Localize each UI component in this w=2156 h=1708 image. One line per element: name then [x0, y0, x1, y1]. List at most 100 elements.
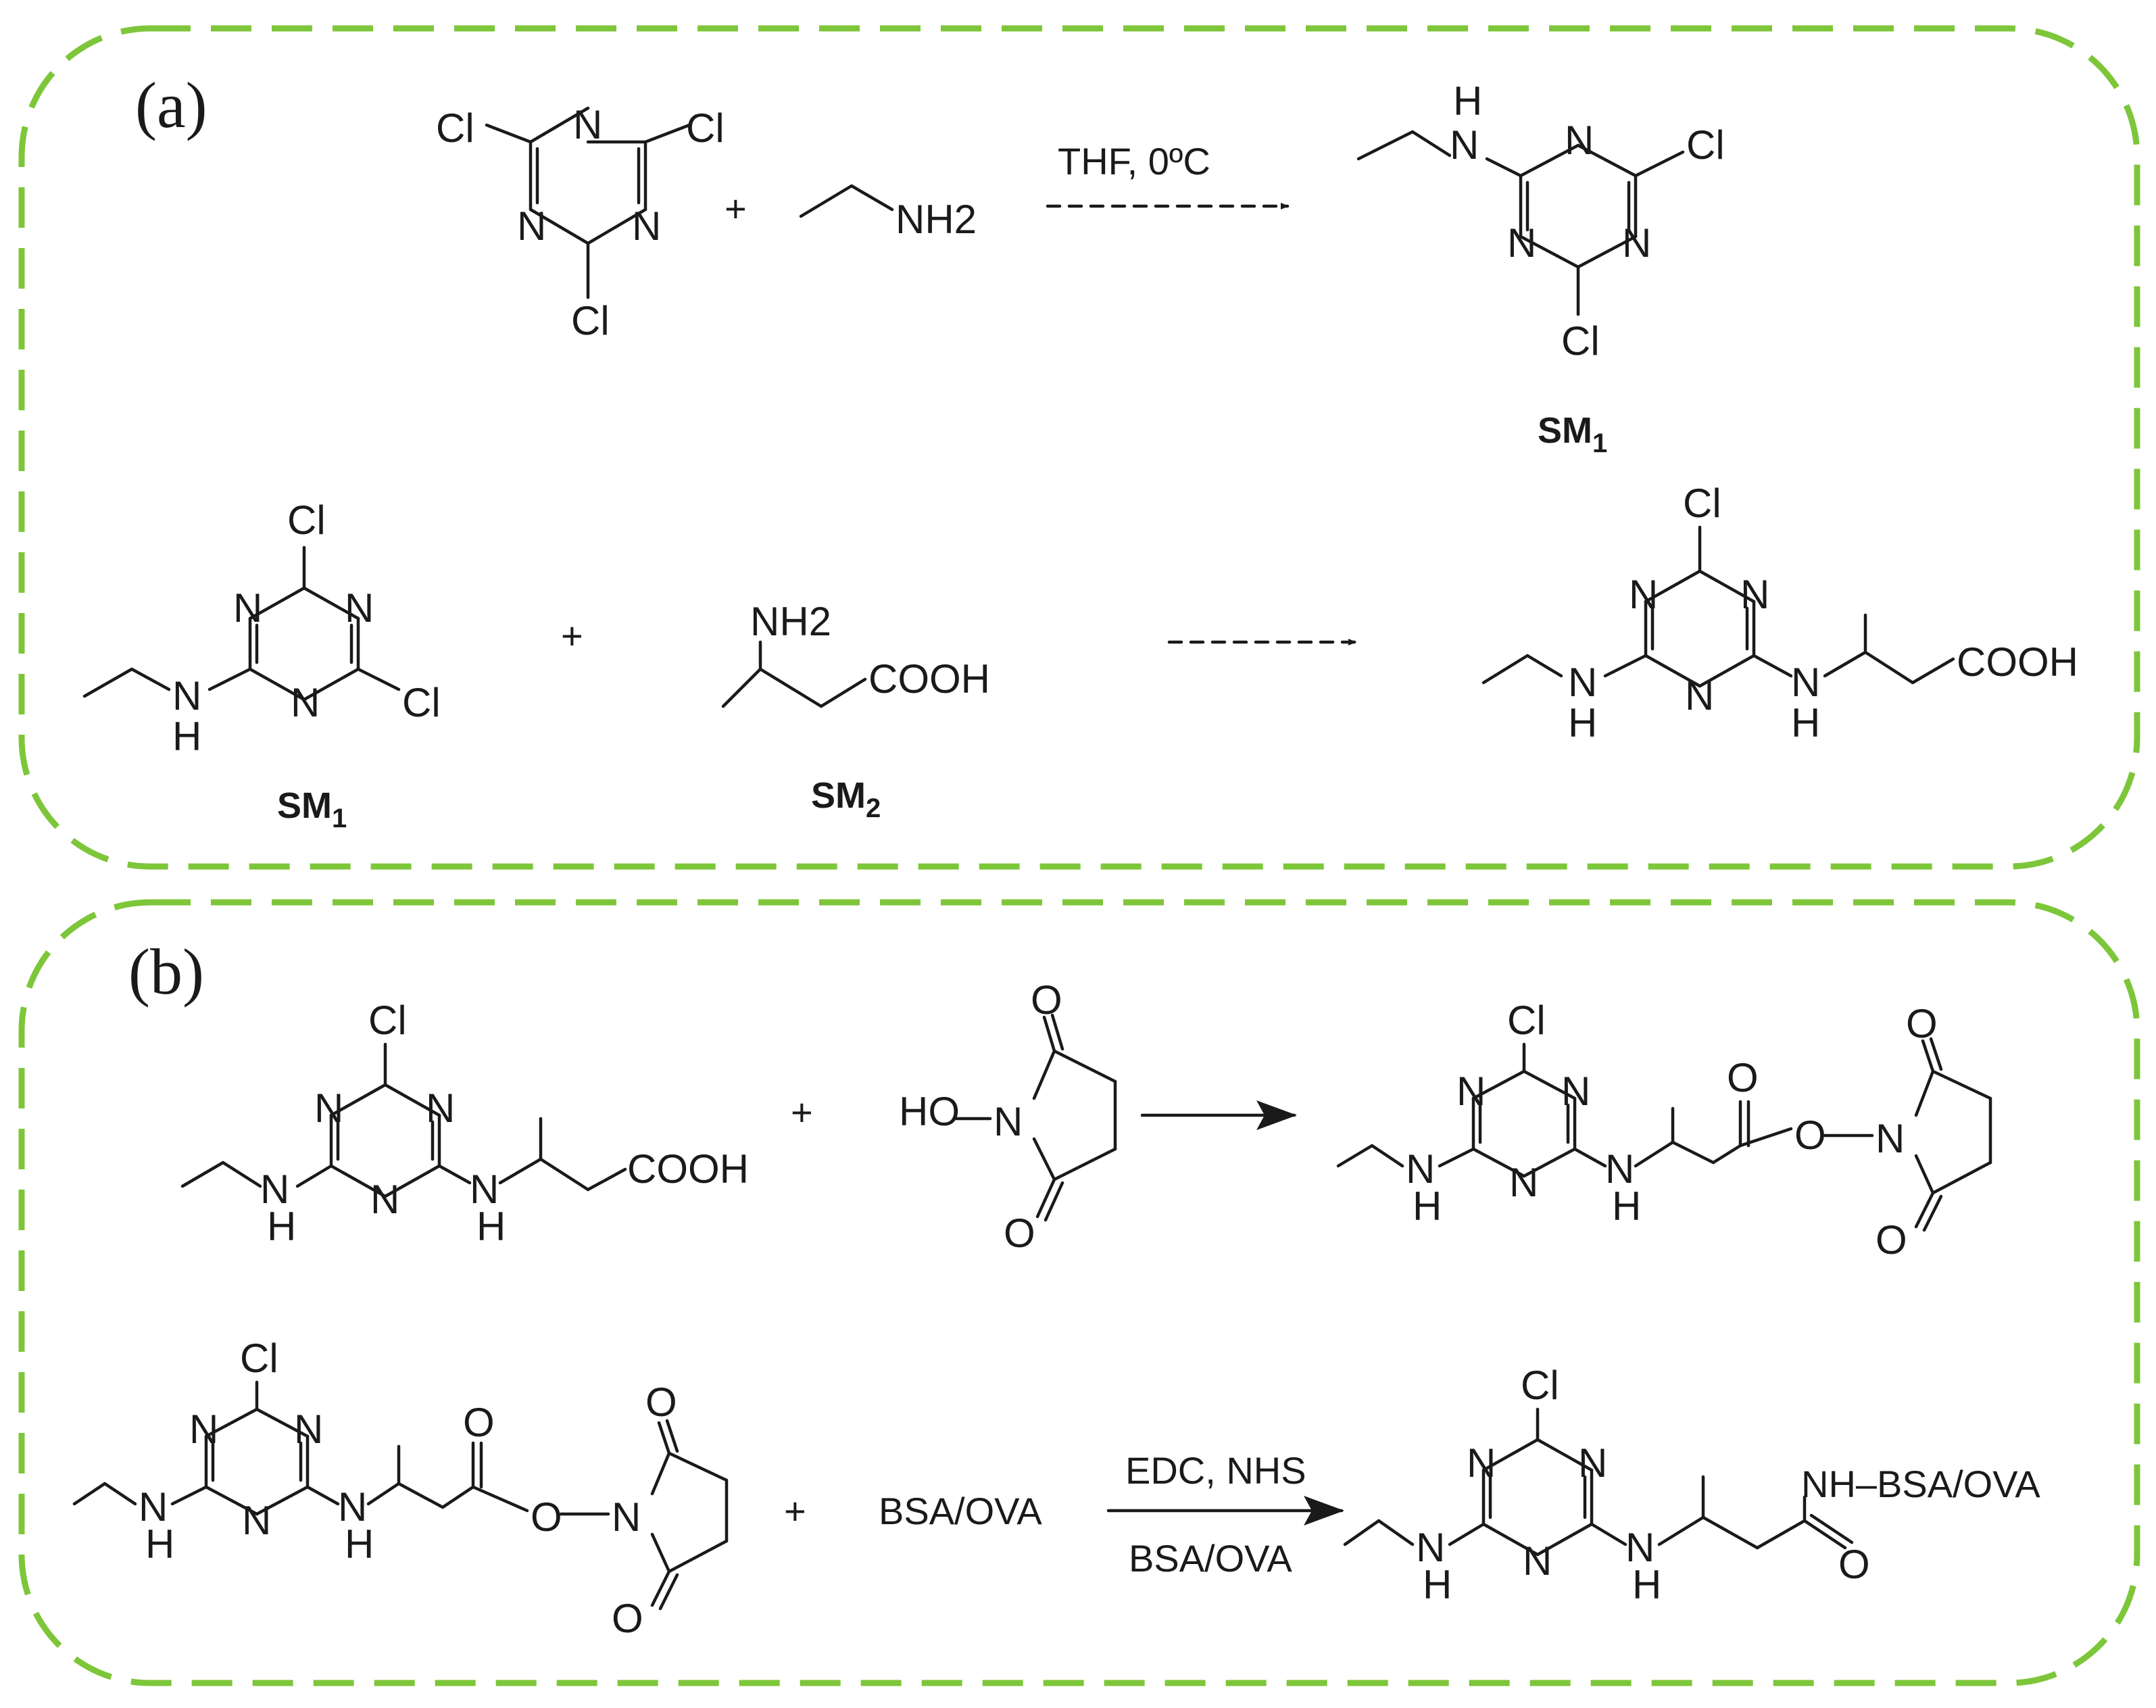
svg-text:N: N — [1568, 660, 1597, 705]
svg-text:H: H — [267, 1204, 296, 1249]
svg-text:N: N — [517, 203, 546, 249]
svg-text:N: N — [338, 1484, 367, 1530]
svg-text:COOH: COOH — [1957, 639, 2078, 685]
svg-text:Cl: Cl — [436, 105, 474, 151]
svg-text:N: N — [260, 1167, 289, 1212]
svg-text:O: O — [612, 1596, 643, 1641]
svg-text:N: N — [1625, 1525, 1655, 1570]
svg-text:N: N — [345, 585, 374, 631]
svg-text:N: N — [1578, 1440, 1607, 1486]
active-ester-product-b1-structure: Cl N N N N H N H O O N O O — [1336, 998, 1992, 1263]
svg-text:N: N — [1605, 1146, 1634, 1192]
svg-text:N: N — [1450, 122, 1479, 168]
svg-text:H: H — [345, 1521, 374, 1567]
svg-text:N: N — [1740, 572, 1769, 617]
panel-a-frame — [18, 25, 2140, 870]
svg-text:N: N — [470, 1167, 499, 1212]
svg-text:COOH: COOH — [627, 1146, 749, 1192]
svg-text:N: N — [1565, 118, 1594, 163]
svg-text:Cl: Cl — [1686, 122, 1725, 168]
svg-text:N: N — [632, 203, 661, 249]
panel-b-frame — [18, 899, 2140, 1686]
svg-text:H: H — [145, 1521, 174, 1567]
svg-text:H: H — [1632, 1562, 1661, 1607]
svg-text:H: H — [172, 714, 201, 759]
svg-text:O: O — [1876, 1217, 1907, 1263]
svg-text:H: H — [1612, 1184, 1641, 1229]
plus-b1: + — [791, 1091, 813, 1133]
svg-text:N: N — [1416, 1525, 1445, 1570]
sm1-label-a1: SM1 — [1538, 410, 1607, 458]
svg-text:O: O — [1906, 1001, 1938, 1046]
svg-text:N: N — [1685, 673, 1714, 718]
svg-text:N: N — [994, 1099, 1023, 1144]
svg-text:N: N — [294, 1407, 323, 1452]
svg-text:H: H — [1413, 1184, 1442, 1229]
panel-b-label: (b) — [128, 935, 204, 1008]
svg-text:N: N — [291, 680, 320, 725]
svg-text:N: N — [612, 1494, 641, 1540]
svg-text:O: O — [531, 1494, 562, 1540]
panel-a-label: (a) — [135, 69, 207, 141]
svg-text:N: N — [573, 102, 602, 147]
svg-text:N: N — [1561, 1069, 1590, 1114]
cyanuric-chloride-structure: Cl N Cl N N Cl — [436, 102, 725, 343]
sm1-product-structure: H N N Cl N N Cl — [1356, 78, 1725, 364]
svg-text:O: O — [1031, 977, 1062, 1023]
svg-text:Cl: Cl — [287, 497, 326, 543]
svg-text:O: O — [1727, 1055, 1759, 1100]
svg-text:HO: HO — [899, 1089, 960, 1134]
svg-text:N: N — [242, 1498, 271, 1543]
sm2-label: SM2 — [811, 775, 881, 823]
svg-text:N: N — [1467, 1440, 1496, 1486]
svg-text:O: O — [1004, 1211, 1035, 1256]
svg-text:NH–BSA/OVA: NH–BSA/OVA — [1801, 1463, 2040, 1505]
svg-text:N: N — [1509, 1160, 1538, 1205]
svg-text:H: H — [1423, 1562, 1452, 1607]
sm2-structure: NH2 COOH — [721, 599, 990, 708]
svg-text:Cl: Cl — [402, 680, 441, 725]
svg-text:N: N — [1622, 220, 1651, 266]
sm1-reactant-structure: Cl N N N Cl N H — [82, 497, 441, 759]
svg-text:O: O — [1838, 1542, 1870, 1587]
conjugate-product-b2-structure: Cl N N N N H N H O NH–BSA/OVA — [1343, 1363, 2040, 1607]
svg-text:Cl: Cl — [240, 1336, 278, 1381]
svg-text:Cl: Cl — [1521, 1363, 1559, 1408]
svg-text:N: N — [1406, 1146, 1435, 1192]
ethylamine-structure: NH2 — [799, 184, 977, 242]
hapten-reactant-b1-structure: Cl N N N N H N H COOH — [180, 998, 749, 1249]
svg-text:H: H — [476, 1204, 506, 1249]
hapten-product-a2-structure: Cl N N N N H N H COOH — [1481, 481, 2078, 746]
condition-a1: THF, 0ºC — [1058, 140, 1210, 182]
svg-text:H: H — [1791, 700, 1820, 746]
svg-text:N: N — [370, 1177, 399, 1222]
condition-b2-bottom: BSA/OVA — [1129, 1537, 1292, 1580]
svg-text:Cl: Cl — [368, 998, 407, 1043]
svg-text:N: N — [172, 673, 201, 718]
svg-text:N: N — [1791, 660, 1820, 705]
sm1-label-a2: SM1 — [277, 785, 347, 833]
svg-text:N: N — [1876, 1116, 1905, 1161]
svg-text:N: N — [1629, 572, 1658, 617]
svg-text:N: N — [189, 1407, 218, 1452]
svg-text:N: N — [233, 585, 262, 631]
nhs-structure: HO N O O — [899, 977, 1117, 1256]
plus-a1: + — [725, 187, 747, 230]
svg-text:NH2: NH2 — [750, 599, 831, 644]
svg-text:Cl: Cl — [571, 298, 610, 343]
svg-text:N: N — [1523, 1538, 1552, 1584]
svg-text:N: N — [426, 1085, 455, 1131]
svg-text:N: N — [1507, 220, 1536, 266]
svg-text:N: N — [314, 1085, 343, 1131]
svg-text:O: O — [1794, 1113, 1826, 1158]
svg-text:N: N — [1456, 1069, 1486, 1114]
svg-text:COOH: COOH — [868, 656, 990, 702]
svg-text:H: H — [1568, 700, 1597, 746]
condition-b2-top: EDC, NHS — [1125, 1449, 1306, 1492]
svg-text:O: O — [463, 1400, 495, 1445]
svg-text:H: H — [1453, 78, 1482, 124]
svg-text:Cl: Cl — [1683, 481, 1721, 526]
active-ester-reactant-b2-structure: Cl N N N N H N H O O N O O — [72, 1336, 729, 1641]
svg-text:N: N — [139, 1484, 168, 1530]
